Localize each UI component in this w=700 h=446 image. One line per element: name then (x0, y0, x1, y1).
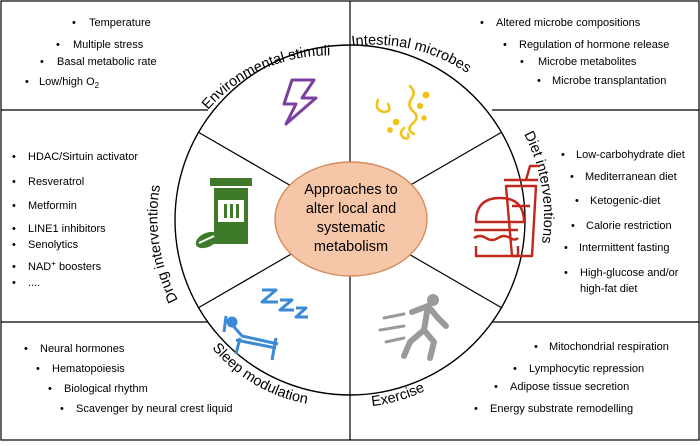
microbes-icon (375, 84, 430, 140)
lightning-icon (282, 78, 318, 126)
list-item: Calorie restriction (586, 220, 672, 232)
list-diet: • Low-carbohydrate diet • Mediterranean … (561, 149, 685, 295)
list-intestinal: • Altered microbe compositions • Regulat… (480, 17, 669, 87)
list-item: Microbe transplantation (552, 75, 666, 87)
center-ellipse (274, 161, 428, 277)
list-item: Low-carbohydrate diet (576, 149, 685, 161)
list-item: Metformin (28, 200, 77, 212)
list-exercise: • Mitochondrial respiration • Lymphocyti… (474, 341, 669, 415)
sleep-icon (222, 288, 308, 361)
list-item: Hematopoiesis (52, 363, 125, 375)
bullet: • (12, 176, 16, 188)
list-item: Energy substrate remodelling (490, 403, 633, 415)
list-item: .... (28, 277, 40, 289)
list-environmental: • Temperature • Multiple stress • Basal … (25, 17, 157, 90)
bullet: • (480, 17, 484, 29)
bullet: • (12, 277, 16, 289)
pill-bottle-icon (195, 178, 252, 249)
fast-food-icon (473, 164, 540, 258)
bullet: • (25, 76, 29, 88)
bullet: • (56, 39, 60, 51)
bullet: • (12, 151, 16, 163)
list-item: HDAC/Sirtuin activator (28, 151, 138, 163)
bullet: • (48, 383, 52, 395)
bullet: • (564, 267, 568, 279)
bullet: • (494, 381, 498, 393)
list-item: Scavenger by neural crest liquid (76, 403, 233, 415)
center-line-1: Approaches to (304, 182, 398, 198)
list-item: Resveratrol (28, 176, 84, 188)
list-item: high-fat diet (580, 283, 637, 295)
bullet: • (40, 56, 44, 68)
list-item: NAD+ boosters (28, 259, 102, 273)
bullet: • (513, 363, 517, 375)
bullet: • (571, 220, 575, 232)
list-item: Neural hormones (40, 343, 125, 355)
list-item: Ketogenic-diet (590, 195, 660, 207)
list-item: Lymphocytic repression (529, 363, 644, 375)
bullet: • (564, 242, 568, 254)
bullet: • (561, 149, 565, 161)
bullet: • (570, 171, 574, 183)
bullet: • (12, 200, 16, 212)
bullet: • (575, 195, 579, 207)
bullet: • (60, 403, 64, 415)
list-item: Biological rhythm (64, 383, 148, 395)
list-sleep: • Neural hormones • Hematopoiesis • Biol… (24, 343, 233, 415)
center-line-2: alter local and (306, 201, 396, 217)
runner-icon (378, 294, 449, 361)
bullet: • (12, 239, 16, 251)
list-item: Altered microbe compositions (496, 17, 641, 29)
bullet: • (520, 56, 524, 68)
list-item: Mediterranean diet (585, 171, 677, 183)
list-item: Adipose tissue secretion (510, 381, 629, 393)
bullet: • (534, 341, 538, 353)
bullet: • (474, 403, 478, 415)
bullet: • (537, 75, 541, 87)
bullet: • (12, 261, 16, 273)
list-item: Low/high O2 (39, 76, 100, 90)
list-item: Multiple stress (73, 39, 144, 51)
bullet: • (503, 39, 507, 51)
bullet: • (72, 17, 76, 29)
list-item: Basal metabolic rate (57, 56, 157, 68)
list-item: High-glucose and/or (580, 267, 679, 279)
bullet: • (24, 343, 28, 355)
list-drug: • HDAC/Sirtuin activator • Resveratrol •… (12, 151, 138, 289)
bullet: • (12, 223, 16, 235)
list-item: Temperature (89, 17, 151, 29)
list-item: Intermittent fasting (579, 242, 670, 254)
list-item: LINE1 inhibitors (28, 223, 106, 235)
list-item: Mitochondrial respiration (549, 341, 669, 353)
bullet: • (36, 363, 40, 375)
center-line-3: systematic (317, 220, 386, 236)
list-item: Regulation of hormone release (519, 39, 669, 51)
list-item: Microbe metabolites (538, 56, 637, 68)
list-item: Senolytics (28, 239, 79, 251)
center-line-4: metabolism (314, 239, 388, 255)
